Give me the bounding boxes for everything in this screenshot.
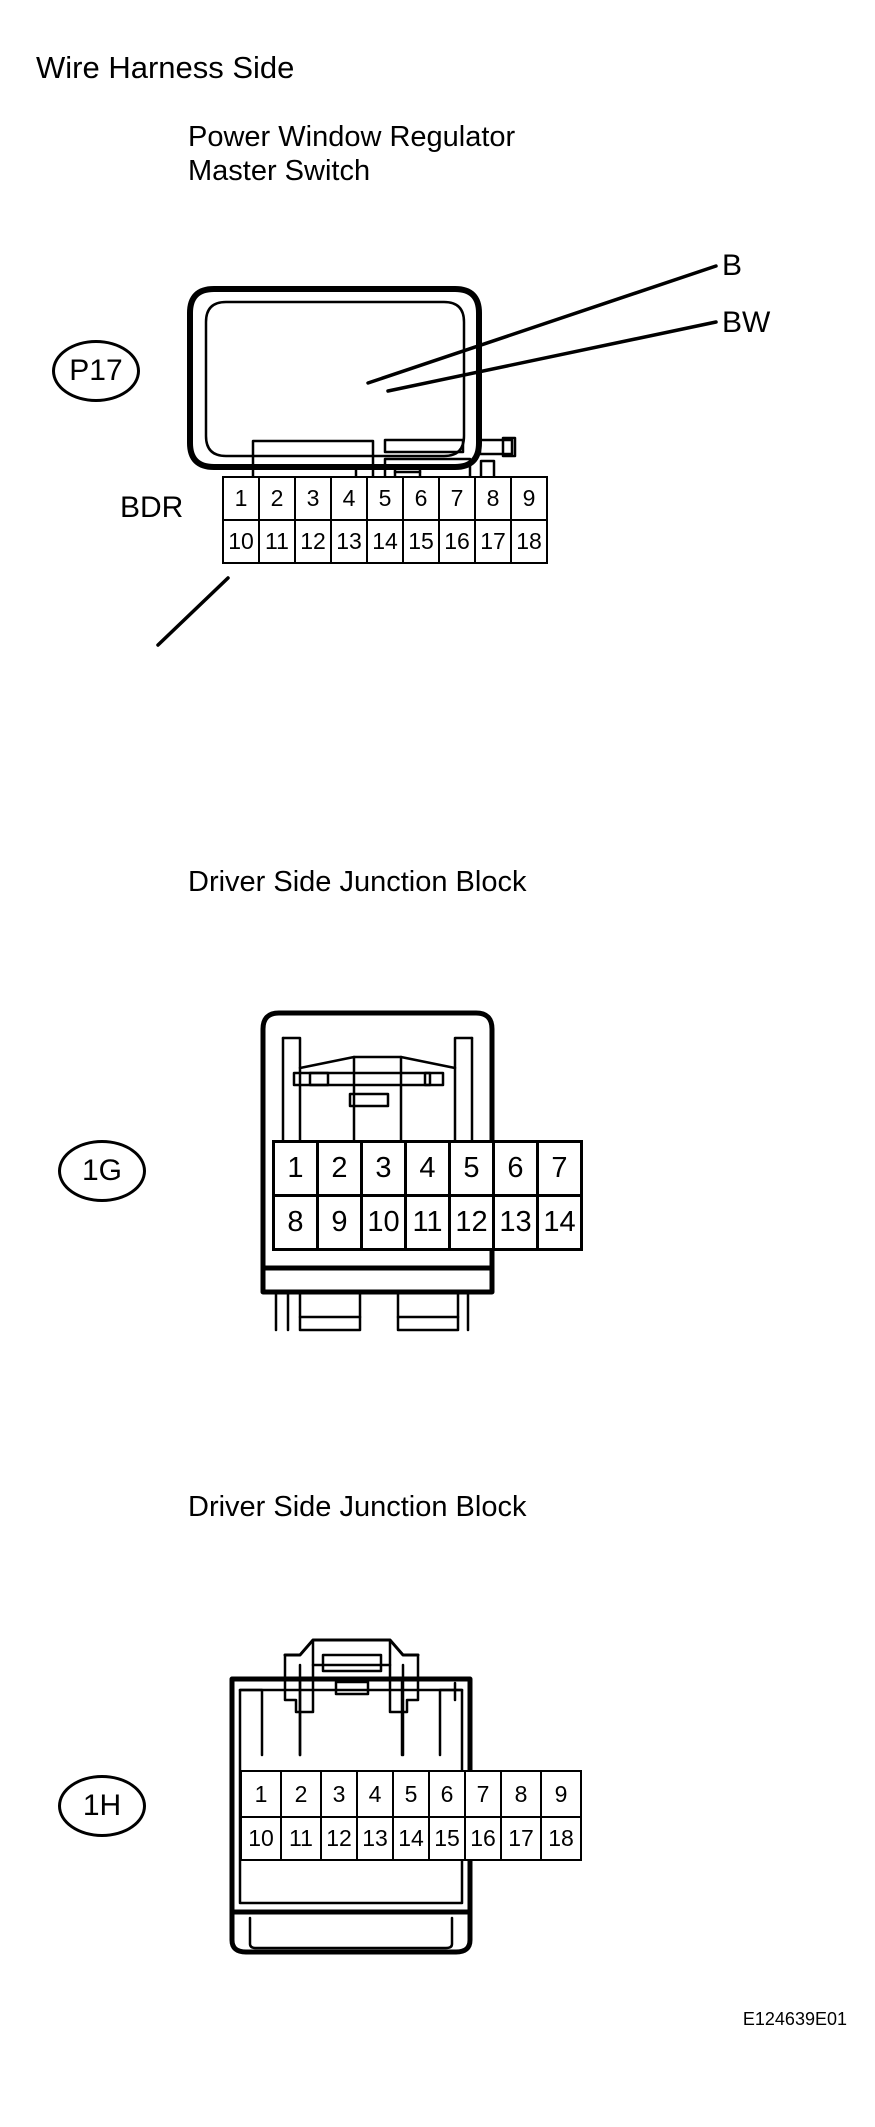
pin-cell[interactable]: 17 [474,519,512,564]
pin-cell[interactable]: 14 [366,519,404,564]
wire-label-bw: BW [722,306,771,339]
pin-cell[interactable]: 6 [428,1770,466,1818]
pin-cell[interactable]: 8 [272,1194,319,1251]
pin-cell[interactable]: 4 [330,476,368,521]
pin-cell[interactable]: 15 [402,519,440,564]
pin-cell[interactable]: 12 [448,1194,495,1251]
leader-line-bdr [156,576,230,647]
pin-cell[interactable]: 13 [492,1194,539,1251]
pin-cell[interactable]: 6 [402,476,440,521]
pin-cell[interactable]: 12 [320,1816,358,1861]
pin-cell[interactable]: 5 [366,476,404,521]
connector-heading-1g: Driver Side Junction Block [188,866,527,898]
pin-cell[interactable]: 16 [438,519,476,564]
pin-row-bottom: 10 11 12 13 14 15 16 17 18 [222,519,548,564]
pin-cell[interactable]: 1 [272,1140,319,1197]
wire-label-bdr: BDR [120,491,184,524]
pin-cell[interactable]: 1 [240,1770,282,1818]
pin-row-bottom: 8 9 10 11 12 13 14 [272,1194,583,1251]
reference-code: E124639E01 [742,2009,847,2029]
connector-badge-p17: P17 [52,340,140,402]
pin-cell[interactable]: 7 [464,1770,502,1818]
pin-cell[interactable]: 3 [360,1140,407,1197]
page-title: Wire Harness Side [36,50,295,85]
pin-row-top: 1 2 3 4 5 6 7 8 9 [222,476,548,521]
pin-cell[interactable]: 18 [540,1816,582,1861]
pin-cell[interactable]: 5 [392,1770,430,1818]
pin-cell[interactable]: 5 [448,1140,495,1197]
leader-line-bw [386,320,718,393]
pin-cell[interactable]: 7 [438,476,476,521]
pin-cell[interactable]: 9 [540,1770,582,1818]
heading-line-1: Power Window Regulator [188,121,516,153]
pin-cell[interactable]: 2 [280,1770,322,1818]
pin-row-top: 1 2 3 4 5 6 7 8 9 [240,1770,582,1818]
leader-lines-p17 [156,264,718,647]
pin-cell[interactable]: 1 [222,476,260,521]
pin-grid-p17: 1 2 3 4 5 6 7 8 9 10 11 12 13 14 15 16 1… [222,476,548,564]
pin-cell[interactable]: 12 [294,519,332,564]
pin-row-bottom: 10 11 12 13 14 15 16 17 18 [240,1816,582,1861]
pin-cell[interactable]: 11 [258,519,296,564]
pin-cell[interactable]: 4 [356,1770,394,1818]
pin-cell[interactable]: 10 [360,1194,407,1251]
connector-heading-1h: Driver Side Junction Block [188,1491,527,1523]
pin-cell[interactable]: 7 [536,1140,583,1197]
pin-cell[interactable]: 9 [316,1194,363,1251]
pin-cell[interactable]: 11 [280,1816,322,1861]
pin-cell[interactable]: 15 [428,1816,466,1861]
pin-cell[interactable]: 18 [510,519,548,564]
pin-cell[interactable]: 16 [464,1816,502,1861]
wire-label-b: B [722,249,743,282]
pin-cell[interactable]: 8 [500,1770,542,1818]
pin-cell[interactable]: 14 [392,1816,430,1861]
pin-cell[interactable]: 2 [316,1140,363,1197]
pin-cell[interactable]: 4 [404,1140,451,1197]
pin-row-top: 1 2 3 4 5 6 7 [272,1140,583,1197]
pin-cell[interactable]: 3 [320,1770,358,1818]
pin-cell[interactable]: 13 [330,519,368,564]
pin-cell[interactable]: 2 [258,476,296,521]
pin-cell[interactable]: 13 [356,1816,394,1861]
connector-badge-1h: 1H [58,1775,146,1837]
pin-grid-1h: 1 2 3 4 5 6 7 8 9 10 11 12 13 14 15 16 1… [240,1770,582,1861]
pin-cell[interactable]: 14 [536,1194,583,1251]
leader-line-b [366,264,718,385]
heading-line-2: Master Switch [188,155,371,188]
pin-cell[interactable]: 10 [240,1816,282,1861]
pin-cell[interactable]: 9 [510,476,548,521]
pin-cell[interactable]: 8 [474,476,512,521]
pin-cell[interactable]: 11 [404,1194,451,1251]
pin-grid-1g: 1 2 3 4 5 6 7 8 9 10 11 12 13 14 [272,1140,583,1251]
pin-cell[interactable]: 6 [492,1140,539,1197]
connector-badge-1g: 1G [58,1140,146,1202]
pin-cell[interactable]: 3 [294,476,332,521]
connector-housing-p17 [187,286,517,482]
pin-cell[interactable]: 17 [500,1816,542,1861]
pin-cell[interactable]: 10 [222,519,260,564]
